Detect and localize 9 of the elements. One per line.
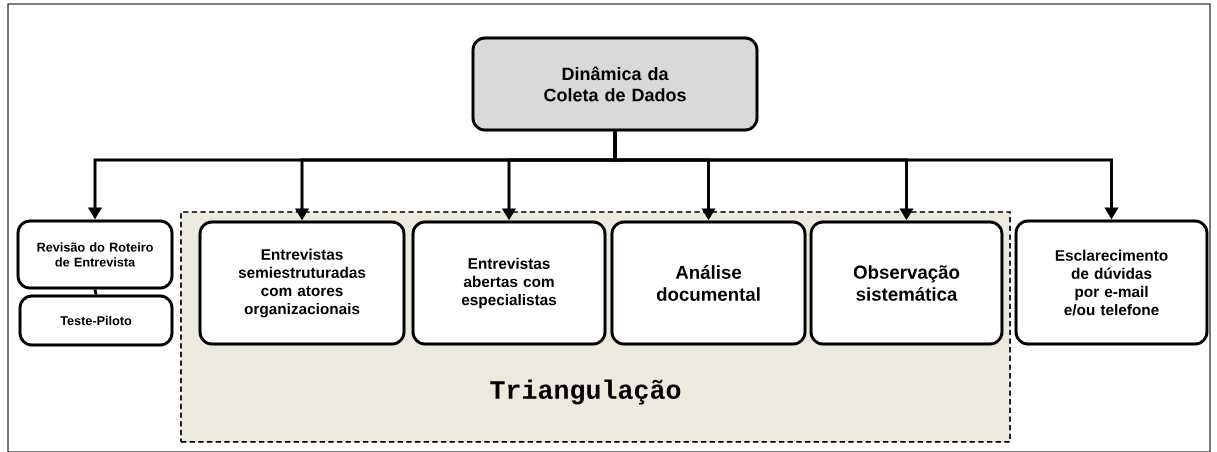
process-box: Esclarecimento de dúvidas por e-mail e/ou telefone <box>1014 219 1209 346</box>
root-box: Dinâmica da Coleta de Dados <box>471 36 759 132</box>
process-box: Análise documental <box>610 220 807 346</box>
process-box: Revisão do Roteiro de Entrevista <box>16 219 174 290</box>
process-box: Entrevistas semiestruturadas com atores organizacionais <box>198 220 406 346</box>
process-box: Entrevistas abertas com especialistas <box>411 220 607 346</box>
process-box: Teste-Piloto <box>18 294 174 347</box>
connector-line <box>93 289 98 295</box>
process-box: Observação sistemática <box>809 220 1004 346</box>
